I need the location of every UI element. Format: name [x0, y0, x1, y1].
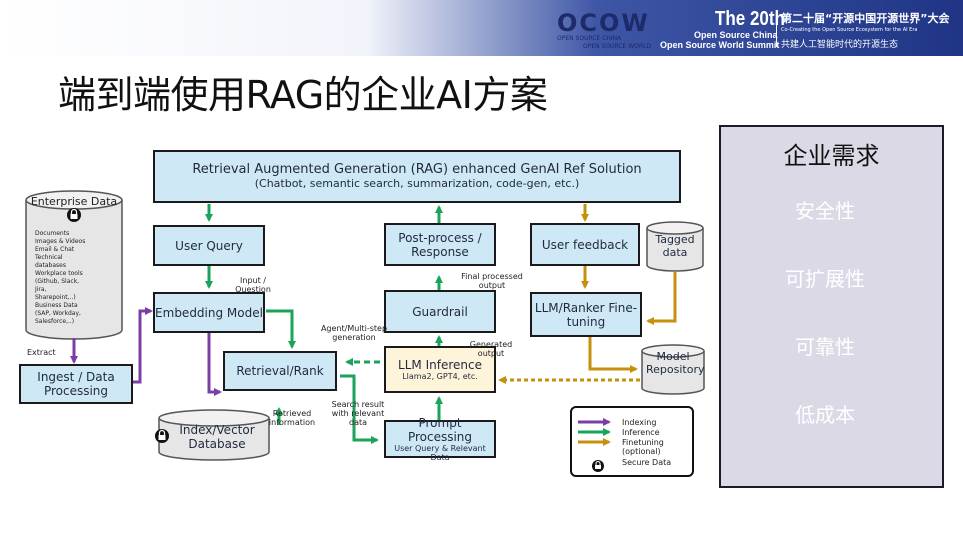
rag-title: Retrieval Augmented Generation (RAG) enh…: [192, 161, 642, 177]
extract-label: Extract: [27, 348, 56, 357]
list-item: Email & Chat: [35, 246, 75, 253]
list-item: Images & Videos: [35, 238, 86, 245]
legend-swatches: [578, 418, 611, 446]
search-result-label: Search result with relevant data: [331, 400, 385, 427]
slide-title: 端到端使用RAG的企业AI方案: [58, 73, 548, 117]
ingest-box: Ingest / Data Processing: [19, 364, 133, 404]
model-repo-label: Model Repository: [646, 350, 705, 376]
requirement-security-label: 安全性: [795, 199, 855, 223]
model-repo-cylinder: [641, 344, 705, 395]
lock-icon: [67, 208, 81, 222]
guardrail-box: Guardrail: [384, 290, 496, 333]
input-question-label: Input / Question: [235, 276, 271, 294]
embedding-model-label: Embedding Model: [155, 305, 263, 320]
list-item: Salesforce,..): [35, 318, 75, 325]
header-en-tagline: Co-Creating the Open Source Ecosystem fo…: [781, 27, 918, 33]
list-item: Workplace tools: [35, 270, 83, 277]
requirement-scalability-label: 可扩展性: [785, 267, 865, 291]
prompt-processing-sublabel: User Query & Relevant Data: [394, 444, 486, 462]
prompt-processing-label: Prompt Processing: [407, 416, 473, 444]
list-item: databases: [35, 262, 66, 269]
header-divider: [776, 11, 777, 47]
llm-inference-box: LLM Inference Llama2, GPT4, etc.: [384, 346, 496, 393]
legend-secure: Secure Data: [622, 458, 672, 467]
ingest-label: Ingest / Data Processing: [37, 370, 115, 398]
finetuning-arrows: [498, 204, 677, 384]
list-item: Sharepoint,..): [35, 294, 76, 301]
legend-box: [570, 406, 694, 477]
requirement-low-cost-label: 低成本: [795, 403, 855, 427]
llm-inference-label: LLM Inference: [398, 358, 482, 372]
summit-line-1: Open Source China: [694, 30, 778, 40]
list-item: Documents: [35, 230, 70, 237]
logo-subtitle-1: OPEN SOURCE CHINA: [557, 35, 622, 42]
lock-icon: [592, 460, 604, 472]
post-process-label: Post-process / Response: [398, 230, 482, 259]
prompt-processing-box: Prompt Processing User Query & Relevant …: [384, 416, 496, 462]
guardrail-label: Guardrail: [412, 304, 468, 319]
summit-line-2: Open Source World Summit: [660, 40, 780, 50]
legend-inference: Inference: [622, 428, 660, 437]
generated-output-label: Generated output: [469, 340, 513, 358]
retrieval-rank-box: Retrieval/Rank: [223, 351, 337, 391]
llm-ranker-label: LLM/Ranker Fine-tuning: [534, 300, 638, 329]
tagged-data-label: Tagged data: [655, 233, 695, 259]
llm-ranker-box: LLM/Ranker Fine-tuning: [530, 292, 642, 337]
rag-solution-box: Retrieval Augmented Generation (RAG) enh…: [153, 150, 681, 203]
agent-label: Agent/Multi-step generation: [320, 324, 388, 342]
user-query-label: User Query: [175, 238, 243, 253]
edition-label: The 20th: [715, 8, 785, 30]
embedding-model-box: Embedding Model: [153, 292, 265, 333]
logo-subtitle-2: OPEN SOURCE WORLD: [583, 43, 651, 50]
index-db-label: Index/Vector Database: [179, 423, 255, 451]
user-feedback-box: User feedback: [530, 223, 640, 266]
retrieved-info-label: Retrieved information: [268, 409, 316, 427]
inference-arrows: [205, 204, 443, 444]
list-item: Business Data: [35, 302, 78, 309]
lock-icon: [155, 429, 169, 443]
enterprise-data-title: Enterprise Data: [30, 195, 118, 208]
panel-title: 企业需求: [783, 142, 880, 170]
indexing-arrows: [70, 307, 222, 396]
header-cn-title: 第二十届“开源中国开源世界”大会: [781, 12, 950, 25]
index-db-cylinder: [158, 409, 270, 461]
enterprise-data-cylinder: [25, 190, 123, 340]
header-cn-tagline: 共建人工智能时代的开源生态: [781, 40, 899, 50]
legend-indexing: Indexing: [622, 418, 657, 427]
list-item: (Github, Slack,: [35, 278, 80, 285]
rag-subtitle: (Chatbot, semantic search, summarization…: [254, 176, 580, 190]
final-output-label: Final processed output: [461, 272, 523, 290]
list-item: (SAP, Workday,: [35, 310, 81, 317]
legend-finetuning: Finetuning (optional): [622, 438, 664, 456]
list-item: Jira,: [35, 286, 47, 293]
requirement-reliability-label: 可靠性: [795, 335, 855, 359]
enterprise-data-list: Documents Images & Videos Email & Chat T…: [35, 230, 120, 326]
post-process-box: Post-process / Response: [384, 223, 496, 266]
ocow-logo: OCOW: [557, 9, 650, 37]
requirements-panel: [719, 125, 944, 488]
header-banner: [0, 0, 963, 56]
retrieval-rank-label: Retrieval/Rank: [236, 364, 324, 378]
tagged-data-cylinder: [646, 221, 704, 272]
llm-inference-sublabel: Llama2, GPT4, etc.: [402, 372, 478, 381]
list-item: Technical: [35, 254, 63, 261]
user-feedback-label: User feedback: [541, 237, 629, 252]
user-query-box: User Query: [153, 225, 265, 266]
